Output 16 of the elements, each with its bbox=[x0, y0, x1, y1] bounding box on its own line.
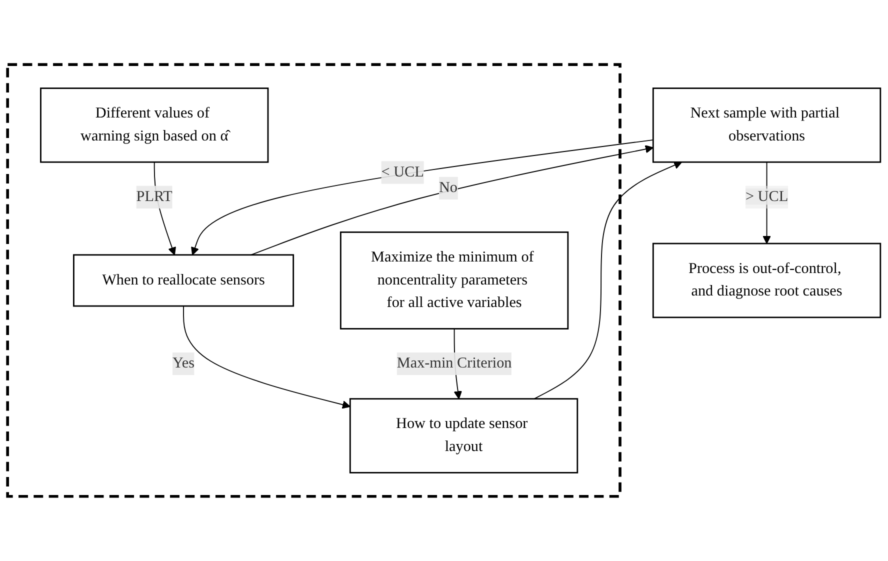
edge-label: > UCL bbox=[745, 188, 788, 205]
edge-label: PLRT bbox=[136, 188, 172, 205]
arrow bbox=[534, 161, 682, 400]
arrow bbox=[191, 140, 654, 256]
edge-label: No bbox=[438, 180, 458, 196]
node-box: Maximize the minimum of noncentrality parameters for all active variables bbox=[340, 232, 569, 330]
node-box: Different values of warning sign based on α̂ bbox=[40, 88, 269, 163]
cluster bbox=[6, 63, 622, 498]
node-box: When to reallocate sensors bbox=[73, 254, 294, 307]
node-box: How to update sensor layout bbox=[349, 398, 578, 474]
node-box: Next sample with partial observations bbox=[652, 88, 882, 163]
arrow bbox=[183, 306, 351, 409]
node-box: Process is out-of-control, and diagnose root causes bbox=[652, 242, 882, 318]
edge-label: Yes bbox=[172, 355, 195, 372]
edge-label: < UCL bbox=[381, 164, 424, 180]
edge-label: Max-min Criterion bbox=[396, 355, 512, 372]
